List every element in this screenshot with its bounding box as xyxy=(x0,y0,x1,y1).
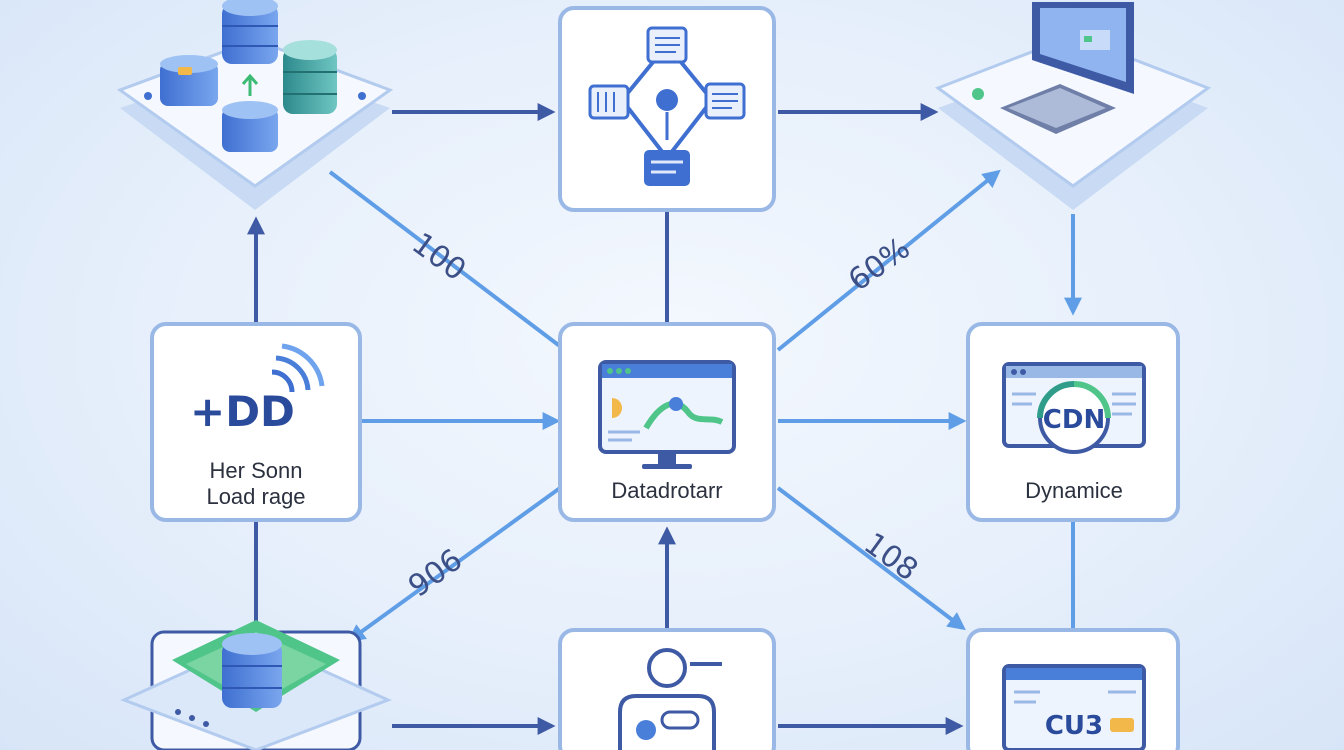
user-profile-icon xyxy=(618,648,722,750)
edge-label-108: 108 xyxy=(857,526,924,588)
database-icon xyxy=(222,0,278,64)
arrow-dashboard-to-bottomright xyxy=(776,486,966,631)
cdn-badge-text: CDN xyxy=(1043,405,1105,435)
cu3-badge-text: CU3 xyxy=(1045,711,1103,741)
load-balancer-label-line1: Her Sonn xyxy=(210,458,303,483)
wifi-signal-icon xyxy=(271,343,325,393)
cdn-node[interactable]: CDN Dynamice xyxy=(966,322,1180,522)
database-icon xyxy=(283,40,337,114)
workstation-node[interactable] xyxy=(934,2,1212,210)
arrow-dashboard-to-bottomleft xyxy=(347,486,562,643)
workflow-graph-icon xyxy=(588,26,746,186)
database-icon xyxy=(160,55,218,106)
database-icon xyxy=(222,101,278,152)
load-balancer-node[interactable]: +DD Her Sonn Load rage xyxy=(150,322,362,522)
cdn-badge-icon: CDN xyxy=(1037,381,1111,454)
line-topleft-to-dashboard xyxy=(328,170,567,352)
load-balancer-icon-text: +DD xyxy=(190,387,295,436)
monitor-icon xyxy=(1032,2,1134,94)
cu3-node[interactable]: CU3 xyxy=(966,628,1180,750)
connectors xyxy=(247,103,1082,735)
database-icon xyxy=(222,633,282,708)
browser-window-icon xyxy=(1002,664,1146,750)
load-balancer-label-line2: Load rage xyxy=(206,484,305,509)
keyboard-icon xyxy=(1000,84,1116,134)
arrow-dashboard-to-topright xyxy=(776,169,1001,352)
user-node[interactable] xyxy=(558,628,776,750)
workflow-node[interactable] xyxy=(558,6,776,212)
storage-node[interactable] xyxy=(120,620,392,750)
dashboard-label: Datadrotarr xyxy=(611,478,722,503)
monitor-chart-icon xyxy=(598,360,736,469)
dashboard-node[interactable]: Datadrotarr xyxy=(558,322,776,522)
cdn-label: Dynamice xyxy=(1025,478,1123,503)
database-cluster-node[interactable] xyxy=(116,0,394,210)
up-arrow-icon xyxy=(241,73,259,96)
